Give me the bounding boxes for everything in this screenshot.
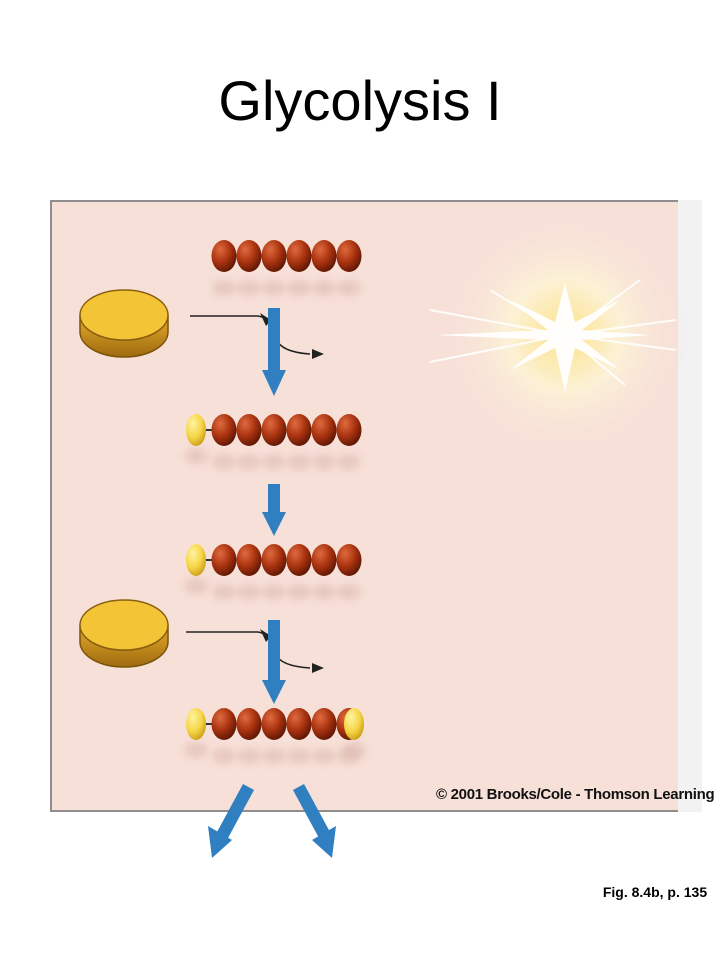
slide-title: Glycolysis I (218, 69, 502, 132)
cofactor-disc-1 (79, 289, 169, 358)
figure-reference: Fig. 8.4b, p. 135 (602, 884, 708, 900)
reaction-arrow-2 (186, 629, 324, 673)
split-arrow-left (208, 784, 254, 858)
glucose-6-phosphate-chain (184, 414, 362, 470)
reaction-arrow-1 (190, 313, 324, 359)
copyright-notice: © 2001 Brooks/Cole - Thomson Learning (436, 786, 715, 803)
glucose-chain (212, 240, 362, 296)
step-arrow-1 (262, 308, 286, 396)
energy-starburst (429, 210, 690, 460)
cofactor-disc-2 (79, 599, 169, 668)
step-arrow-3 (262, 620, 286, 704)
fructose-6-phosphate-chain (184, 544, 362, 600)
step-arrow-2 (262, 484, 286, 536)
fructose-bisphosphate-chain (184, 708, 366, 764)
split-arrow-right (293, 784, 336, 858)
